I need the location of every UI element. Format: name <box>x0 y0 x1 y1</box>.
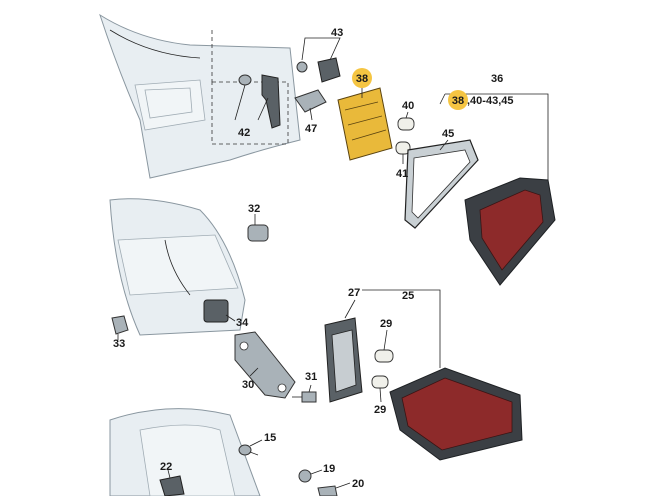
leader-40 <box>405 111 409 119</box>
part-25-tail-lamp <box>389 367 523 461</box>
bulb-29a <box>374 349 394 363</box>
callout-36: 36 <box>491 73 503 85</box>
callout-22: 22 <box>160 461 172 473</box>
callout-29-lower: 29 <box>374 404 386 416</box>
leader-19 <box>310 469 323 475</box>
leader-34 <box>225 314 236 322</box>
leader-43a <box>301 37 320 61</box>
car-body-top <box>99 13 301 179</box>
leader-42a <box>234 84 246 121</box>
leader-36-tick <box>439 93 446 105</box>
callout-33: 33 <box>113 338 125 350</box>
callout-36-range-38: 38 <box>452 95 464 107</box>
part-19-nut <box>298 469 312 483</box>
bolt-shaft <box>249 451 259 456</box>
callout-42: 42 <box>238 127 250 139</box>
callout-40: 40 <box>402 100 414 112</box>
part-31-screw <box>292 391 317 403</box>
car-body-bottom <box>109 408 261 496</box>
carrier-ribs <box>344 101 387 141</box>
body-crease <box>109 29 201 59</box>
leader-43b <box>320 37 341 61</box>
callout-32: 32 <box>248 203 260 215</box>
callout-15: 15 <box>264 432 276 444</box>
part-20-screw <box>317 485 338 496</box>
screw-head <box>301 391 317 403</box>
part-34-connector <box>203 299 229 323</box>
highlight-38 <box>352 68 372 88</box>
leader-lines <box>117 37 549 489</box>
bulb-40a <box>397 117 415 131</box>
leader-42b <box>257 97 269 121</box>
tail-lamp-lens <box>479 189 544 271</box>
leader-20 <box>335 482 351 489</box>
part-30-bracket <box>234 331 296 399</box>
clip-nut <box>238 74 252 86</box>
callout-labels: 43 38 36 38 ,40-43,45 40 45 41 42 47 32 … <box>113 27 513 490</box>
part-47-retainer <box>294 89 327 113</box>
bulb-29b <box>371 375 389 389</box>
gasket-opening <box>411 149 471 219</box>
callout-20: 20 <box>352 478 364 490</box>
bracket-hole-a <box>239 341 249 351</box>
callout-19: 19 <box>323 463 335 475</box>
leader-45 <box>439 139 449 151</box>
callout-30: 30 <box>242 379 254 391</box>
leader-47 <box>309 107 313 121</box>
leader-22 <box>167 469 171 479</box>
leader-27 <box>344 299 356 319</box>
leader-30 <box>249 367 259 377</box>
leader-15 <box>249 439 263 447</box>
part-33-clip <box>111 315 129 335</box>
callout-43: 43 <box>331 27 343 39</box>
leader-29b <box>379 387 382 403</box>
callout-45: 45 <box>442 128 454 140</box>
bracket-hole-b <box>277 383 287 393</box>
callout-47: 47 <box>305 123 317 135</box>
callout-38: 38 <box>356 73 368 85</box>
leader-36 <box>445 93 549 180</box>
part-32-grommet <box>247 224 269 242</box>
highlight-38-range <box>448 90 468 110</box>
part-22-connector <box>159 475 185 496</box>
clip-bracket <box>261 74 281 129</box>
cavity-inner <box>144 87 193 119</box>
lower-lamp-lens <box>401 377 513 451</box>
bolt-head <box>238 444 252 456</box>
leader-25 <box>362 289 441 368</box>
carrier-27-face <box>331 329 357 393</box>
part-15-bolt <box>238 444 259 456</box>
lamp-recess-middle <box>117 234 239 296</box>
wire-harness <box>164 239 191 296</box>
leader-31 <box>308 384 312 393</box>
part-43-connectors <box>296 57 341 83</box>
callout-34: 34 <box>236 317 249 329</box>
callout-27: 27 <box>348 287 360 299</box>
callout-31: 31 <box>305 371 317 383</box>
connector-plug <box>317 57 341 83</box>
part-36-tail-lamp <box>464 177 556 286</box>
connector-nut <box>296 61 308 73</box>
part-40-bulbs <box>395 117 415 155</box>
callout-41: 41 <box>396 168 408 180</box>
callout-25: 25 <box>402 290 414 302</box>
bottom-recess <box>139 424 236 496</box>
part-38-bulb-carrier <box>337 87 393 161</box>
leader-29a <box>383 329 388 351</box>
callout-29-upper: 29 <box>380 318 392 330</box>
bulb-carrier-body <box>337 87 393 161</box>
callout-36-range-rest: ,40-43,45 <box>467 95 513 107</box>
